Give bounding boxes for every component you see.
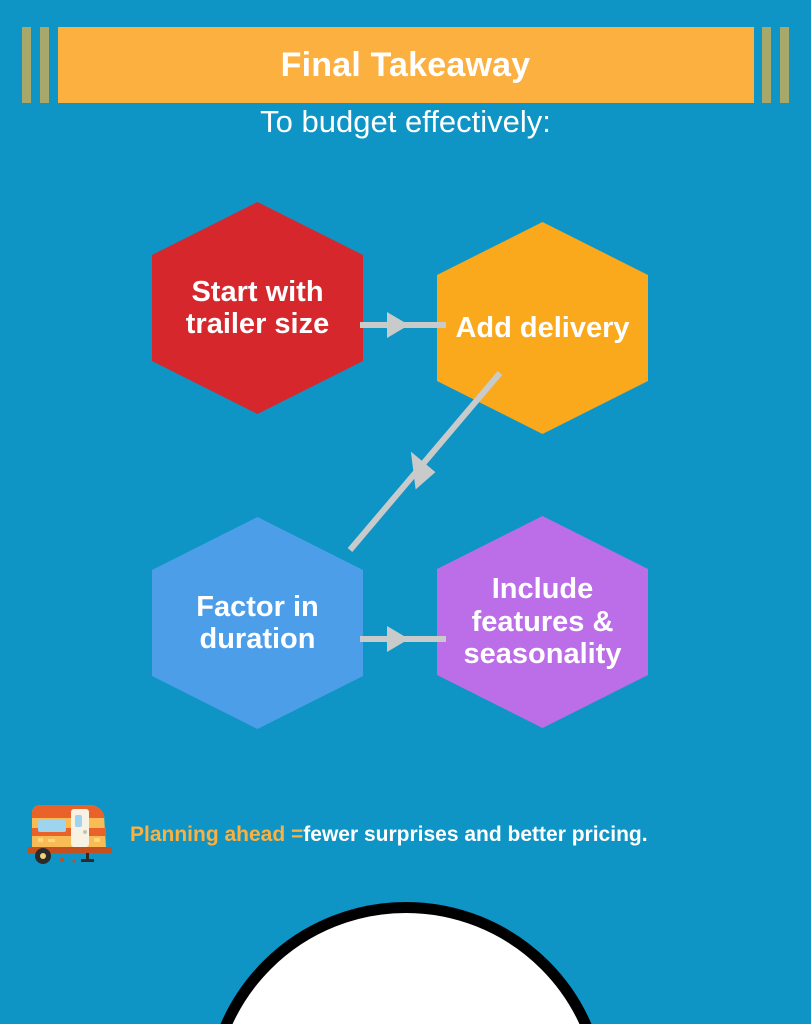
arrow-head-icon bbox=[387, 312, 409, 338]
tagline-row: Planning ahead = fewer surprises and bet… bbox=[0, 795, 811, 875]
flow-step-label: Factor in duration bbox=[196, 590, 319, 655]
brand-logo: Stahla SERVICES bbox=[203, 902, 608, 1024]
banner-accent-bar-left-inner bbox=[40, 27, 49, 103]
flow-step-label: Start with trailer size bbox=[185, 275, 330, 340]
process-flow-diagram: Start with trailer size Add delivery Fac… bbox=[0, 170, 811, 760]
flow-step-label: Include features & seasonality bbox=[463, 573, 622, 671]
arrow-head-icon bbox=[387, 626, 409, 652]
banner-accent-bar-right-outer bbox=[780, 27, 789, 103]
page-subtitle: To budget effectively: bbox=[260, 104, 551, 139]
flow-arrow-step1-to-step2 bbox=[360, 312, 446, 338]
travel-trailer-icon bbox=[28, 805, 112, 864]
tagline: Planning ahead = fewer surprises and bet… bbox=[130, 795, 800, 875]
logo-artwork: Stahla SERVICES bbox=[261, 1008, 550, 1024]
flow-arrow-step3-to-step4 bbox=[360, 626, 446, 652]
page-title: Final Takeaway bbox=[280, 45, 531, 84]
tagline-accent-text: Planning ahead = bbox=[130, 823, 304, 846]
banner-accent-bar-left-outer bbox=[22, 27, 31, 103]
flow-step-label: Add delivery bbox=[455, 311, 630, 344]
flow-step-add-delivery: Add delivery bbox=[437, 222, 648, 434]
header-banner: Final Takeaway bbox=[0, 27, 811, 103]
logo-wordmark: Stahla bbox=[261, 1008, 550, 1024]
tagline-main-text: fewer surprises and better pricing. bbox=[303, 823, 648, 846]
arrow-head-icon bbox=[410, 451, 436, 490]
banner-plate bbox=[58, 27, 754, 103]
flow-arrow-step2-to-step3 bbox=[347, 371, 503, 552]
banner-accent-bar-right-inner bbox=[762, 27, 771, 103]
